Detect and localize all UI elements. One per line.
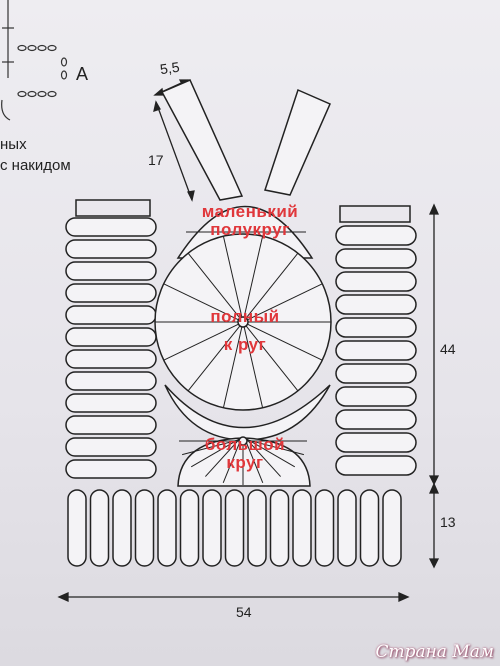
- right-loop: [335, 386, 417, 407]
- crescent: [164, 384, 331, 441]
- full-circle-label-1: полный: [210, 307, 280, 326]
- bottom-loop: [359, 489, 380, 567]
- bottom-loop: [224, 489, 245, 567]
- small-semicircle-label-1: маленький: [201, 202, 299, 221]
- bottom-loop: [337, 489, 357, 567]
- circle-spoke: [222, 236, 243, 318]
- bottom-loop: [89, 489, 110, 567]
- right-loop: [335, 225, 417, 246]
- right-loop: [335, 248, 417, 269]
- left-loop: [65, 261, 157, 281]
- full-circle: [154, 233, 332, 411]
- strap-length-label: 17: [148, 152, 164, 168]
- right-loop: [335, 432, 417, 453]
- left-loop: [65, 393, 157, 413]
- bottom-loop: [247, 489, 267, 567]
- circle-spoke: [163, 323, 239, 361]
- circle-spoke: [243, 326, 264, 408]
- bottom-loop: [314, 489, 335, 567]
- left-loop: [65, 371, 157, 391]
- circle-spoke: [247, 283, 323, 321]
- bottom-height-label: 13: [440, 514, 456, 530]
- left-loop: [65, 327, 157, 347]
- legend-line-2: с накидом: [0, 157, 71, 174]
- left-loop: [65, 239, 157, 259]
- right-loop: [335, 271, 417, 292]
- left-loop: [65, 437, 157, 457]
- circle-spoke: [187, 325, 241, 392]
- big-circle-label-1: большой: [204, 435, 286, 454]
- left-loop: [65, 305, 157, 325]
- right-loop: [335, 294, 417, 315]
- bottom-loop: [292, 489, 312, 567]
- legend-line-1: ных: [0, 136, 27, 153]
- left-loop: [65, 349, 157, 369]
- strap-width-label: 5,5: [158, 58, 181, 78]
- bottom-loop: [157, 489, 177, 567]
- big-circle-spoke: [243, 437, 264, 484]
- total-width-label: 54: [236, 604, 252, 620]
- circle-spoke: [222, 326, 243, 408]
- legend-label-a: А: [76, 64, 89, 84]
- left-loop: [65, 415, 157, 435]
- big-circle-spoke: [205, 437, 242, 477]
- main-outline: [75, 199, 411, 223]
- big-circle: [177, 436, 311, 487]
- left-loop: [65, 283, 157, 303]
- circle-spoke: [187, 252, 241, 319]
- big-circle-spoke: [222, 437, 243, 484]
- right-loop: [335, 363, 417, 384]
- circle-spoke: [245, 325, 299, 392]
- left-loop: [65, 459, 157, 479]
- big-circle-label-2: круг: [226, 452, 264, 472]
- circle-spoke: [163, 283, 239, 321]
- circle-spoke: [247, 323, 323, 361]
- left-loop: [65, 217, 157, 237]
- bottom-loop: [134, 489, 155, 567]
- bottom-loop: [179, 489, 200, 567]
- big-circle-spoke: [244, 437, 281, 477]
- small-semicircle-label-2: полукруг: [210, 219, 290, 239]
- big-circle-spoke: [246, 439, 304, 456]
- bottom-loop: [269, 489, 290, 567]
- left-serpentine: [65, 217, 157, 479]
- right-loop: [335, 317, 417, 338]
- right-loop: [335, 340, 417, 361]
- circle-spoke: [245, 252, 299, 319]
- bottom-loop: [67, 489, 87, 567]
- bottom-loop: [382, 489, 402, 567]
- legend-symbols: [1, 0, 68, 121]
- bottom-loop: [112, 489, 132, 567]
- bottom-serpentine: [67, 489, 402, 567]
- watermark: Страна Мам: [375, 642, 494, 662]
- big-circle-spoke: [190, 438, 241, 468]
- right-loop: [335, 455, 417, 476]
- body-height-label: 44: [440, 341, 456, 357]
- straps: [160, 79, 331, 201]
- big-circle-spoke: [245, 438, 296, 468]
- big-circle-spoke: [182, 439, 240, 456]
- full-circle-label-2: к руг: [223, 334, 267, 354]
- bottom-loop: [202, 489, 222, 567]
- dimension-lines: [57, 79, 440, 603]
- right-loop: [335, 409, 417, 430]
- full-circle-label: полный к руг: [190, 308, 300, 354]
- big-circle-label: большой круг: [180, 436, 310, 472]
- circle-spoke: [243, 236, 264, 318]
- right-serpentine: [335, 225, 417, 476]
- small-semicircle-label: маленький полукруг: [180, 203, 320, 239]
